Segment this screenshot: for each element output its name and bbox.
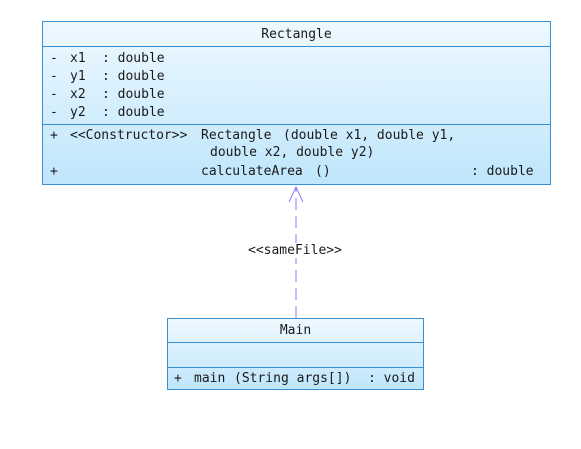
operation-name: Rectangle [201,128,272,143]
rectangle-class[interactable]: Rectangle - x1 : double - y1 : double - … [42,21,551,185]
main-class-name: Main [168,319,423,343]
attribute-name: y1 [70,69,86,84]
operation-visibility: + [50,164,58,179]
rectangle-operations: + <<Constructor>> Rectangle (double x1, … [43,125,550,184]
attribute-type: : double [102,51,165,66]
main-attributes [168,343,423,368]
attribute-name: x1 [70,51,86,66]
operation-name: calculateArea [201,164,303,179]
dependency-arrowhead [288,185,304,203]
attribute-visibility: - [50,69,58,84]
operation-params: (double x1, double y1, [283,128,456,143]
operation-params-continued: double x2, double y2) [210,145,375,160]
attribute-visibility: - [50,51,58,66]
attribute-name: x2 [70,87,86,102]
operation-visibility: + [174,371,182,386]
rectangle-attributes: - x1 : double - y1 : double - x2 : doubl… [43,47,550,125]
main-operations: + main (String args[]) : void [168,368,423,389]
attribute-visibility: - [50,87,58,102]
constructor-stereotype: <<Constructor>> [70,128,188,143]
attribute-type: : double [102,105,165,120]
operation-visibility: + [50,128,58,143]
rectangle-class-name: Rectangle [43,22,550,47]
operation-return-type: : double [471,164,534,179]
main-class[interactable]: Main + main (String args[]) : void [167,318,424,390]
attribute-type: : double [102,69,165,84]
attribute-type: : double [102,87,165,102]
dependency-stereotype-label: <<sameFile>> [248,243,342,258]
operation-name: main [194,371,226,386]
operation-params: (String args[]) [234,371,352,386]
operation-return-type: : void [368,371,415,386]
attribute-name: y2 [70,105,86,120]
operation-params: () [315,164,331,179]
attribute-visibility: - [50,105,58,120]
